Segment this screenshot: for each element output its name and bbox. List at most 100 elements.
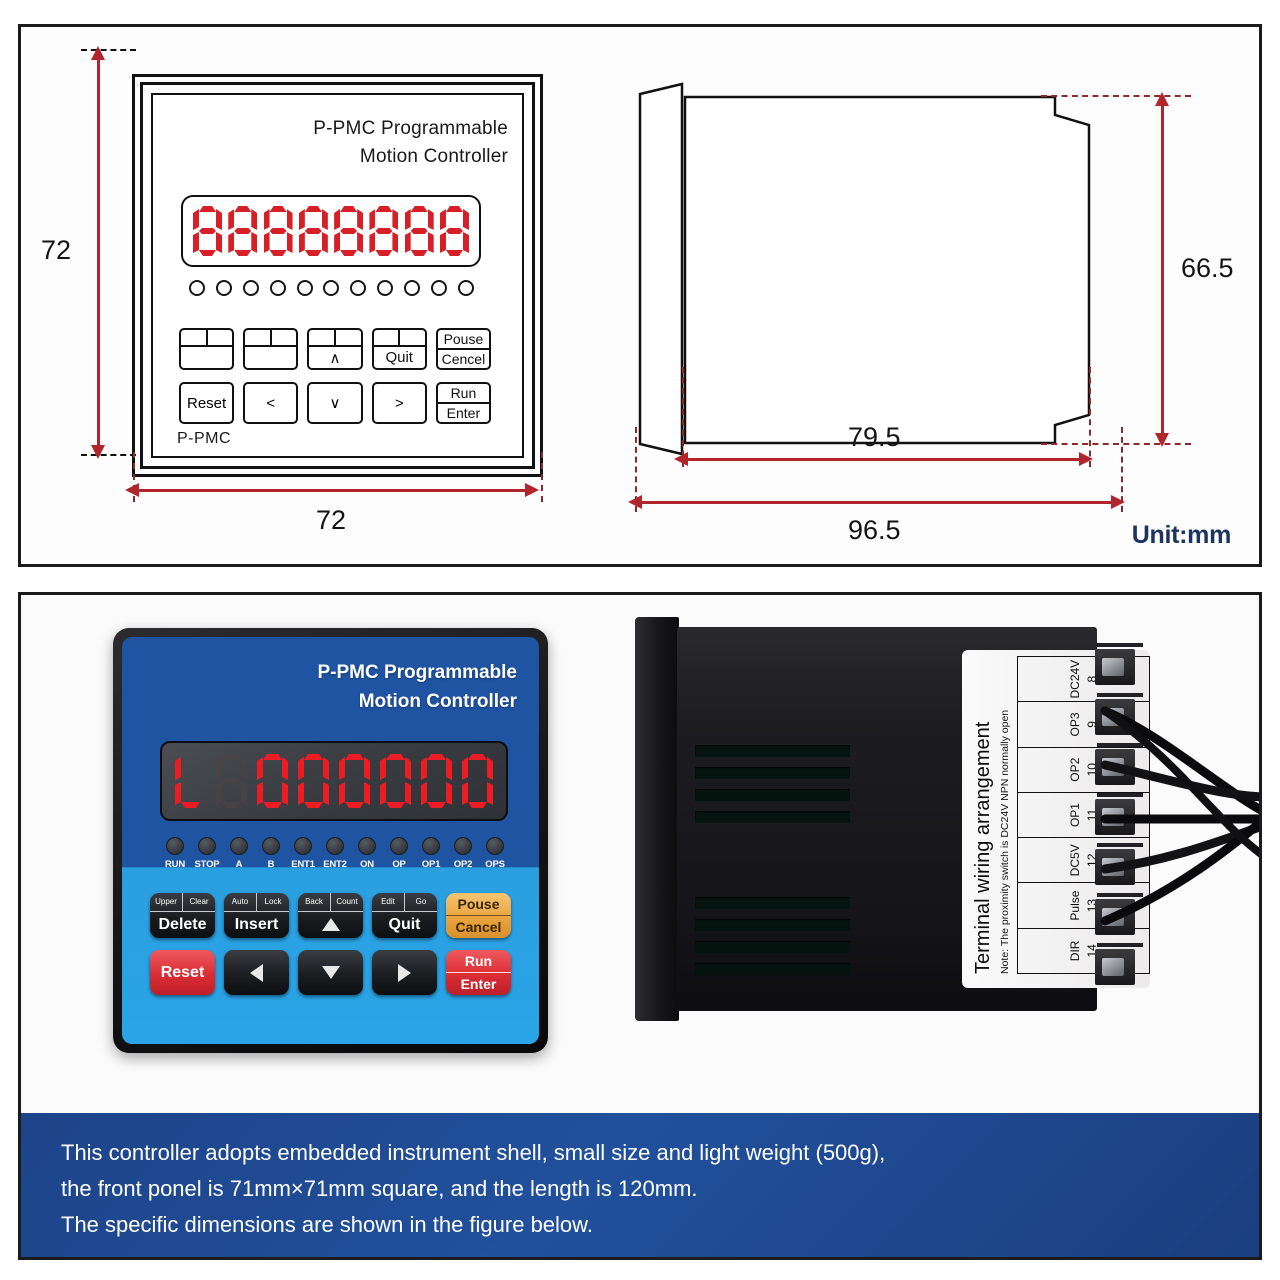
front-view-key-pause-cancel: Pouse Cencel xyxy=(435,328,492,370)
indicator-led xyxy=(189,280,205,296)
controller-title-line1: P-PMC Programmable xyxy=(317,662,517,683)
status-led-ent1: ENT1 xyxy=(288,837,318,870)
run-enter-button[interactable]: Run Enter xyxy=(446,950,511,995)
front-view-key-run-enter: Run Enter xyxy=(435,382,492,424)
terminal-name: OP3 xyxy=(1068,712,1082,737)
quit-button-sub-left: Edit xyxy=(381,897,395,907)
front-view-bezel: P-PMC Programmable Motion Controller xyxy=(140,82,535,469)
front-view-key-down: ∨ xyxy=(307,382,363,424)
led-label: ON xyxy=(360,859,374,870)
left-arrow-button[interactable] xyxy=(224,950,289,995)
indicator-led xyxy=(350,280,367,296)
controller-keypad: Upper Clear Delete Auto Lock Insert xyxy=(150,893,520,1007)
photo-area: P-PMC Programmable Motion Controller RUN… xyxy=(21,595,1259,1113)
side-photo-body: Terminal wiring arrangement Note: The pr… xyxy=(677,627,1150,1011)
up-arrow-button-sub-left: Back xyxy=(305,897,323,907)
controller-title-line2: Motion Controller xyxy=(358,690,517,712)
dim-label-front-width: 72 xyxy=(316,505,347,535)
status-led-a: A xyxy=(224,837,254,870)
led-bulb xyxy=(198,837,216,855)
seven-segment-digit xyxy=(193,206,222,256)
dim-guide-depth-inner-left xyxy=(682,367,684,467)
front-view-key-right: > xyxy=(371,382,427,424)
dim-guide-front-top xyxy=(81,49,136,51)
front-view-brand: P-PMC xyxy=(177,430,232,447)
dim-guide-depth-total-left xyxy=(635,427,637,512)
seven-segment-digit xyxy=(298,754,329,808)
led-bulb xyxy=(486,837,504,855)
dim-label-side-height: 66.5 xyxy=(1181,253,1234,283)
vent-slot xyxy=(695,941,850,953)
up-arrow-button[interactable]: Back Count xyxy=(298,893,363,938)
dim-guide-front-bottom xyxy=(81,454,136,456)
caption-line-1: This controller adopts embedded instrume… xyxy=(61,1140,886,1165)
terminal-fin xyxy=(1097,743,1143,747)
status-led-run: RUN xyxy=(160,837,190,870)
led-bulb xyxy=(454,837,472,855)
pause-cancel-button[interactable]: Pouse Cancel xyxy=(446,893,511,938)
vent-slot xyxy=(695,789,850,801)
front-view-key-up-top xyxy=(309,330,361,348)
seven-segment-digit xyxy=(380,754,411,808)
reset-button[interactable]: Reset xyxy=(150,950,215,995)
front-view-key-cancel-label: Cencel xyxy=(441,351,486,367)
vent-slot xyxy=(695,745,850,757)
front-view-keypad-row-1: ∧ Quit Pouse Cencel xyxy=(179,328,492,370)
led-bulb xyxy=(326,837,344,855)
down-arrow-button[interactable] xyxy=(298,950,363,995)
led-label: A xyxy=(235,859,243,870)
status-led-stop: STOP xyxy=(192,837,222,870)
front-view-key-run-label: Run xyxy=(437,384,490,404)
dim-arrow-front-height-bottom xyxy=(91,445,105,459)
seven-segment-digit xyxy=(369,206,399,256)
controller-keypad-row-1: Upper Clear Delete Auto Lock Insert xyxy=(150,893,520,938)
right-arrow-button[interactable] xyxy=(372,950,437,995)
front-view-key-2 xyxy=(243,328,299,370)
side-view-body xyxy=(683,95,1091,445)
led-label: STOP xyxy=(194,859,220,870)
front-view-key-quit-top xyxy=(373,330,425,348)
terminal-name: Pulse xyxy=(1068,890,1082,921)
insert-button-subrow: Auto Lock xyxy=(224,893,289,912)
front-view-face: P-PMC Programmable Motion Controller xyxy=(151,93,524,458)
vent-slot xyxy=(695,963,850,975)
controller-title: P-PMC Programmable Motion Controller xyxy=(317,659,517,716)
led-bulb xyxy=(358,837,376,855)
quit-button-sub-right: Go xyxy=(404,893,437,911)
terminal-name: DC5V xyxy=(1068,844,1082,877)
front-view-key-left: < xyxy=(243,382,299,424)
led-bulb xyxy=(262,837,280,855)
indicator-led xyxy=(323,280,340,296)
insert-button[interactable]: Auto Lock Insert xyxy=(224,893,289,938)
cancel-label: Cancel xyxy=(455,919,502,935)
run-label: Run xyxy=(446,950,511,973)
indicator-led xyxy=(431,280,448,296)
front-view-display xyxy=(181,195,481,267)
indicator-led xyxy=(242,280,259,296)
seven-segment-digit xyxy=(462,754,493,808)
indicator-led xyxy=(215,280,232,296)
quit-button[interactable]: Edit Go Quit xyxy=(372,893,437,938)
dim-line-side-height xyxy=(1161,103,1164,437)
controller-front-photo: P-PMC Programmable Motion Controller RUN… xyxy=(113,628,548,1053)
seven-segment-digit xyxy=(257,754,288,808)
indicator-led xyxy=(269,280,286,296)
delete-button[interactable]: Upper Clear Delete xyxy=(150,893,215,938)
terminal-fin xyxy=(1097,693,1143,697)
front-view-outline: P-PMC Programmable Motion Controller xyxy=(132,74,543,477)
front-view-title-line2: Motion Controller xyxy=(359,145,508,167)
terminal-screw-block xyxy=(1095,949,1135,985)
dim-guide-side-bottom xyxy=(1041,443,1191,445)
status-led-b: B xyxy=(256,837,286,870)
dimension-drawing-panel: P-PMC Programmable Motion Controller xyxy=(18,24,1262,567)
led-label: OP1 xyxy=(421,859,441,870)
status-led-on: ON xyxy=(352,837,382,870)
seven-segment-digit xyxy=(298,206,328,256)
front-view-key-quit: Quit xyxy=(371,328,427,370)
pause-label: Pouse xyxy=(446,893,511,916)
delete-button-sub-right: Clear xyxy=(182,893,215,911)
up-arrow-icon xyxy=(298,912,363,938)
dim-arrow-depth-total-left xyxy=(628,495,642,509)
down-arrow-icon xyxy=(298,950,363,995)
